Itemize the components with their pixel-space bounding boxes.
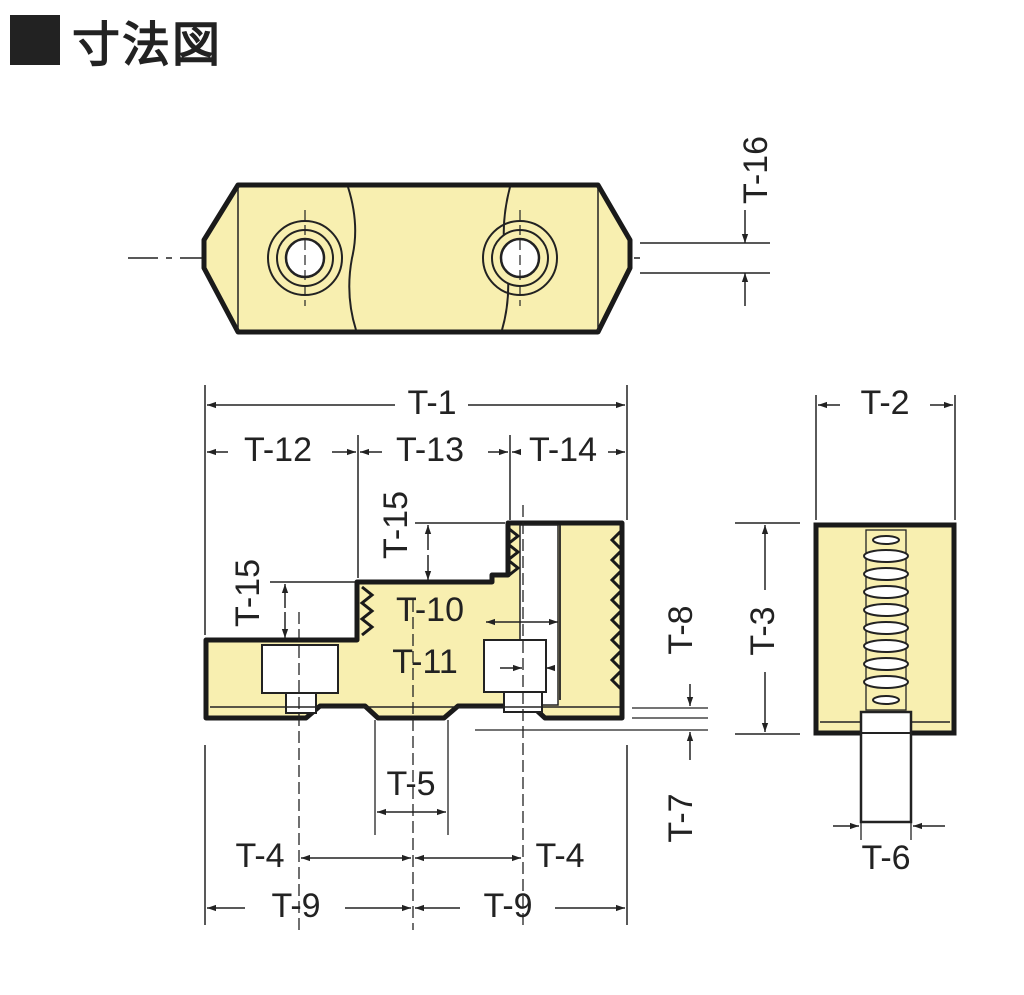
label-t2: T-2 <box>860 384 909 422</box>
side-view: T-2 T-3 T-6 <box>735 384 957 877</box>
label-t5: T-5 <box>386 765 435 803</box>
front-view-right-pocket <box>483 639 547 693</box>
label-t3: T-3 <box>744 606 782 655</box>
label-t9-right: T-9 <box>483 887 532 925</box>
label-t15-right: T-15 <box>377 491 415 559</box>
page-header: 寸法図 <box>10 8 223 73</box>
label-t14: T-14 <box>529 431 597 469</box>
label-t10: T-10 <box>396 591 464 629</box>
top-view: T-16 <box>128 136 775 335</box>
front-view-left-counterbore <box>261 644 339 694</box>
label-t6: T-6 <box>861 839 910 877</box>
page-title: 寸法図 <box>72 17 223 73</box>
top-view-break-line-left <box>347 186 357 331</box>
front-view-step-serration <box>505 526 521 578</box>
label-t8: T-8 <box>662 605 700 654</box>
label-t9-left: T-9 <box>271 887 320 925</box>
title-square-marker <box>10 15 60 65</box>
label-t4-left: T-4 <box>235 837 284 875</box>
front-view-left-bore <box>285 692 317 714</box>
front-view-lower-step-serration <box>359 585 375 637</box>
front-view-grip-serration <box>609 528 625 692</box>
label-t7: T-7 <box>662 793 700 842</box>
label-t15-left: T-15 <box>229 559 267 627</box>
top-view-bolt-hole-right <box>482 210 558 306</box>
top-view-bolt-hole-left <box>267 210 343 306</box>
label-t11: T-11 <box>392 643 458 681</box>
label-t16: T-16 <box>737 136 775 204</box>
label-t13: T-13 <box>396 431 464 469</box>
side-view-thread <box>863 535 909 705</box>
label-t1: T-1 <box>407 384 456 422</box>
label-t12: T-12 <box>244 431 312 469</box>
label-t4-right: T-4 <box>535 837 584 875</box>
front-view: T-1 T-12 T-13 T-14 T-15 T-15 T-10 T-11 <box>203 384 708 930</box>
side-view-tongue <box>859 710 913 824</box>
